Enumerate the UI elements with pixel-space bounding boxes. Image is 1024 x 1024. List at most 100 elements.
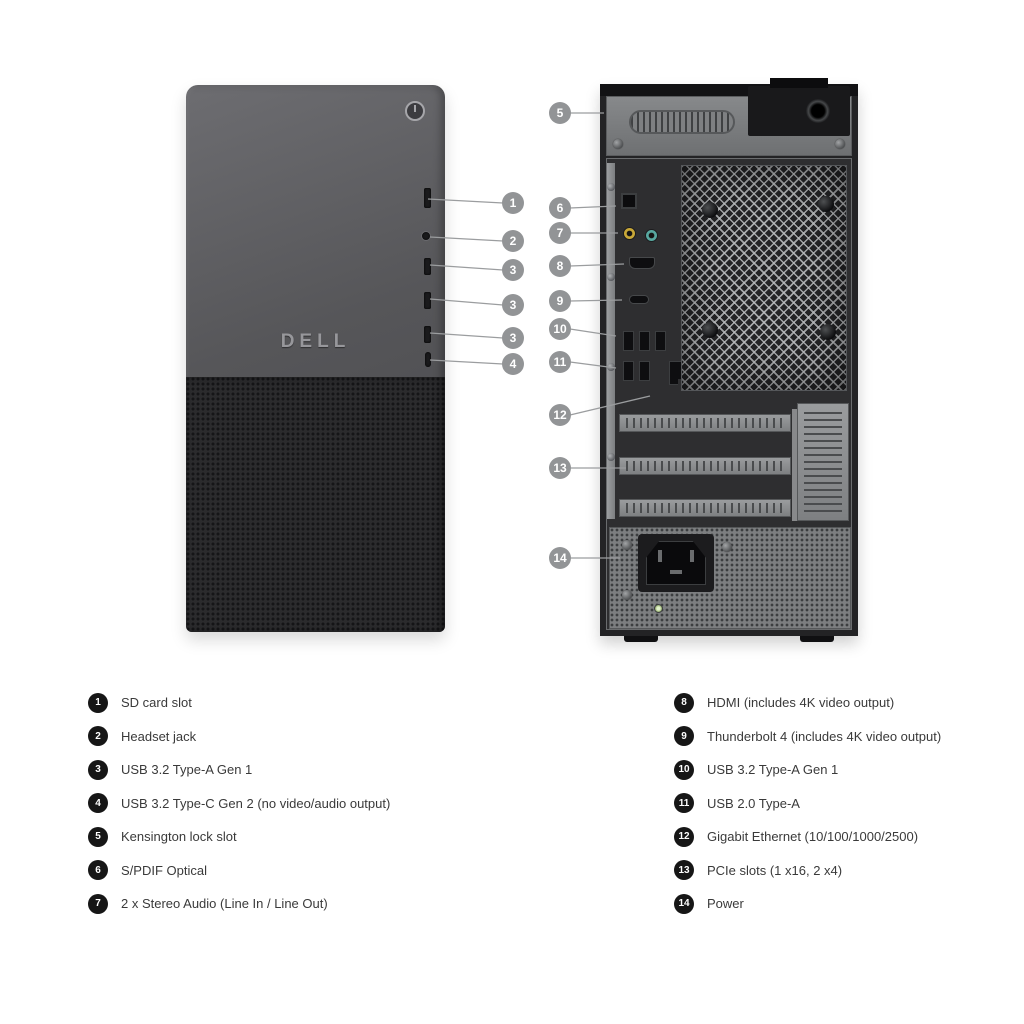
legend-item: 12 Gigabit Ethernet (10/100/1000/2500) [674, 820, 941, 854]
screw-icon [607, 183, 615, 191]
fan-grille [681, 165, 847, 391]
callout-badge-3: 3 [502, 259, 524, 281]
legend-item: 3 USB 3.2 Type-A Gen 1 [88, 753, 390, 787]
legend-number-badge: 14 [674, 893, 694, 914]
legend-column-right: 8 HDMI (includes 4K video output) 9 Thun… [674, 686, 941, 921]
legend-number-badge: 5 [88, 826, 108, 847]
usb-a-port [623, 361, 634, 381]
pcie-slot-bracket [619, 414, 791, 432]
legend-number-badge: 2 [88, 726, 108, 747]
audio-jack-line-in [623, 227, 636, 240]
tower-foot [624, 636, 658, 642]
power-inlet-pin [690, 550, 694, 562]
legend-number-badge: 12 [674, 826, 694, 847]
power-supply-panel [609, 527, 851, 629]
legend-label: Headset jack [121, 728, 197, 744]
callout-badge-10: 10 [549, 318, 571, 340]
legend-item: 11 USB 2.0 Type-A [674, 787, 941, 821]
callout-badge-14: 14 [549, 547, 571, 569]
legend-label: Kensington lock slot [121, 829, 237, 845]
legend-number-badge: 7 [88, 893, 108, 914]
screw-icon [622, 540, 632, 550]
front-view-tower: DELL [186, 85, 445, 632]
legend-item: 8 HDMI (includes 4K video output) [674, 686, 941, 720]
legend-item: 10 USB 3.2 Type-A Gen 1 [674, 753, 941, 787]
screw-icon [622, 590, 632, 600]
power-inlet-pin [658, 550, 662, 562]
front-vent-mesh [186, 377, 445, 632]
kensington-lock-slot [748, 78, 850, 136]
legend-item: 9 Thunderbolt 4 (includes 4K video outpu… [674, 720, 941, 754]
usb-a-port [623, 331, 634, 351]
legend-label: HDMI (includes 4K video output) [707, 695, 895, 711]
legend-label: USB 3.2 Type-A Gen 1 [121, 762, 253, 778]
callout-badge-2: 2 [502, 230, 524, 252]
usb-a-port [424, 326, 431, 343]
screw-icon [818, 196, 834, 212]
callout-badge-12: 12 [549, 404, 571, 426]
legend-item: 13 PCIe slots (1 x16, 2 x4) [674, 854, 941, 888]
legend-label: USB 2.0 Type-A [707, 795, 800, 811]
top-vent-slot [629, 110, 735, 134]
callout-badge-9: 9 [549, 290, 571, 312]
screw-icon [702, 322, 718, 338]
legend-item: 4 USB 3.2 Type-C Gen 2 (no video/audio o… [88, 787, 390, 821]
hdmi-port [629, 257, 655, 269]
usb-a-port [639, 331, 650, 351]
bracket-rail [607, 163, 615, 519]
legend-label: S/PDIF Optical [121, 862, 207, 878]
power-inlet [638, 534, 714, 592]
legend-number-badge: 8 [674, 692, 694, 713]
pcie-slot-bracket [619, 499, 791, 517]
callout-badge-8: 8 [549, 255, 571, 277]
screw-icon [820, 324, 836, 340]
legend-item: 1 SD card slot [88, 686, 390, 720]
back-view-tower [600, 78, 858, 642]
legend-number-badge: 11 [674, 793, 694, 814]
screw-icon [702, 202, 718, 218]
usb-a-port [424, 258, 431, 275]
power-inlet-pin [670, 570, 682, 574]
back-io-panel [606, 158, 852, 630]
screw-icon [607, 453, 615, 461]
side-vent-bracket [797, 403, 849, 521]
legend-number-badge: 6 [88, 860, 108, 881]
legend-item: 7 2 x Stereo Audio (Line In / Line Out) [88, 887, 390, 921]
pcie-slot-bracket [619, 457, 791, 475]
legend-number-badge: 10 [674, 759, 694, 780]
bracket-screw-rail [792, 409, 797, 521]
screw-icon [722, 542, 732, 552]
legend-label: USB 3.2 Type-A Gen 1 [707, 762, 839, 778]
legend-label: Thunderbolt 4 (includes 4K video output) [707, 728, 942, 744]
callout-badge-3: 3 [502, 327, 524, 349]
legend-label: PCIe slots (1 x16, 2 x4) [707, 862, 843, 878]
callout-badge-7: 7 [549, 222, 571, 244]
legend-number-badge: 1 [88, 692, 108, 713]
tower-foot [800, 636, 834, 642]
legend-label: SD card slot [121, 695, 192, 711]
legend-number-badge: 9 [674, 726, 694, 747]
usb-a-port [424, 292, 431, 309]
callout-badge-5: 5 [549, 102, 571, 124]
audio-jack-line-out [645, 229, 658, 242]
thunderbolt-port [629, 295, 649, 304]
legend-label: 2 x Stereo Audio (Line In / Line Out) [121, 896, 328, 912]
screw-icon [607, 363, 615, 371]
power-button-icon [405, 101, 425, 121]
psu-led-icon [654, 604, 663, 613]
headset-jack [421, 231, 431, 241]
usb-a-port [639, 361, 650, 381]
callout-badge-13: 13 [549, 457, 571, 479]
callout-badge-1: 1 [502, 192, 524, 214]
legend-number-badge: 3 [88, 759, 108, 780]
usb-c-port [425, 352, 431, 367]
callout-badge-11: 11 [549, 351, 571, 373]
legend-label: Gigabit Ethernet (10/100/1000/2500) [707, 829, 919, 845]
screw-icon [613, 139, 623, 149]
legend-number-badge: 13 [674, 860, 694, 881]
callout-badge-6: 6 [549, 197, 571, 219]
legend-item: 14 Power [674, 887, 941, 921]
screw-icon [835, 139, 845, 149]
legend-number-badge: 4 [88, 793, 108, 814]
